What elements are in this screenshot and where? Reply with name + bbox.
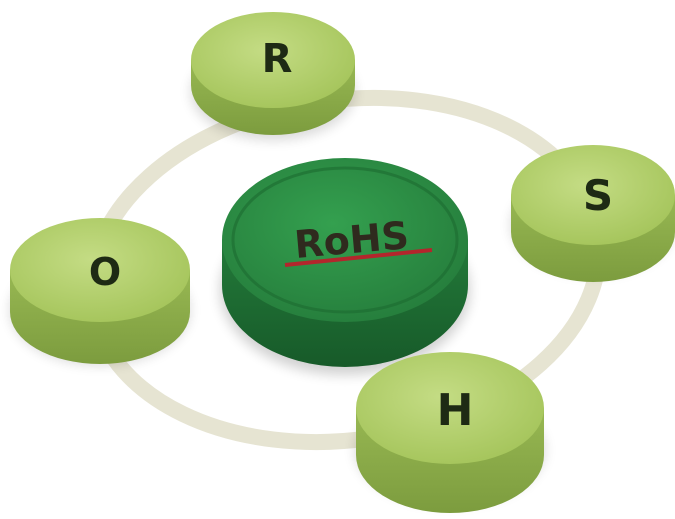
node-disc-o: O (10, 218, 190, 365)
node-letter-s: S (583, 171, 613, 220)
node-letter-o: O (89, 250, 121, 294)
node-letter-r: R (262, 36, 293, 82)
node-disc-s: S (511, 145, 675, 282)
center-disc: RoHS (220, 158, 470, 375)
node-letter-h: H (437, 385, 474, 436)
node-disc-h: H (355, 352, 545, 513)
node-disc-r: R (191, 12, 355, 140)
